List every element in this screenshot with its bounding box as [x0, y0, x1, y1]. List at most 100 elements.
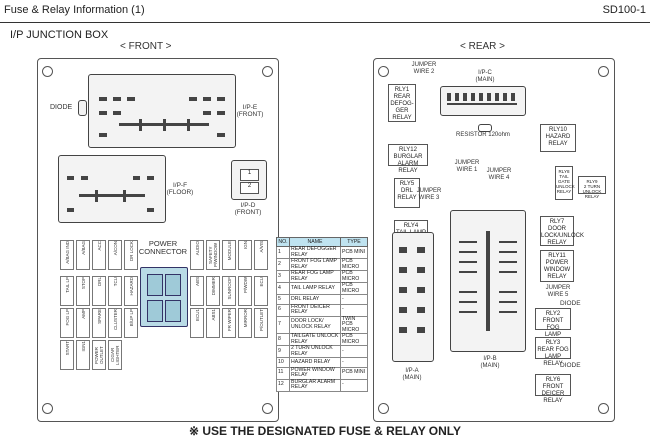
rly9-text: RLY9 2 TURN UNLOCK RELAY: [582, 179, 602, 199]
relay-name-cell: TAIL LAMP RELAY: [289, 282, 341, 295]
fuse-label: CIGAR LIGHTER: [110, 345, 120, 365]
jumper-wire-5-text: JUMPER WIRE 5: [545, 285, 571, 298]
relay-type-cell: PCB MICRO: [340, 333, 368, 346]
fuse-label: START: [64, 341, 70, 356]
relay-name-cell: TAILGATE UNLOCK RELAY: [289, 333, 341, 346]
fuse-slot: SUNROOF: [222, 276, 236, 306]
relay-rly1: RLY1 REAR DEFOG- GER RELAY: [388, 84, 416, 122]
mount-hole-icon: [598, 403, 609, 414]
fuse-label: DR LOCK: [128, 241, 134, 262]
fuse-label: AMP: [80, 309, 86, 319]
rly11-text: RLY11 POWER WINDOW RELAY: [543, 253, 571, 280]
jumper-wire-2-label: JUMPER WIRE 2: [404, 62, 444, 76]
relay-no-cell: 9: [276, 345, 290, 358]
fuse-label: IGN1: [80, 341, 86, 352]
fuse-slot: A/VIS: [254, 240, 268, 270]
fuse-slot: IGN1: [76, 340, 90, 370]
fuse-slot: TCU: [108, 276, 122, 306]
connector-ip-f: [58, 155, 166, 223]
fuse-slot: P/OUTLET: [254, 308, 268, 338]
jumper-wire-4-label: JUMPER WIRE 4: [484, 168, 514, 182]
fuse-label: CLUSTER: [112, 309, 118, 331]
jumper-wire-1-text: JUMPER WIRE 1: [454, 160, 480, 173]
fuse-label: ECU: [258, 277, 264, 287]
power-connector-label: POWER CONNECTOR: [128, 240, 198, 256]
connector-ip-d: 1 2: [231, 160, 267, 200]
relay-type-cell: TWIN PCB MICRO: [340, 315, 368, 334]
mount-hole-icon: [378, 403, 389, 414]
jumper-wire-1-label: JUMPER WIRE 1: [452, 160, 482, 174]
jumper-wire-5-label: JUMPER WIRE 5: [542, 285, 574, 299]
ip-c-text: I/P-C (MAIN): [475, 70, 495, 83]
fuse-slot: DRL: [92, 276, 106, 306]
relay-no-cell: 5: [276, 294, 290, 305]
fuse-slot: SPARE: [92, 308, 106, 338]
fuse-label: P/WDW: [242, 277, 248, 293]
fuse-label: SPARE: [96, 309, 102, 324]
rly7-text: RLY7 DOOR LOCK/UNLOCK RELAY: [541, 219, 585, 246]
jumper-wire-4-text: JUMPER WIRE 4: [486, 168, 512, 181]
fuse-slot: A/BAG: [76, 240, 90, 270]
relay-type-cell: PCB MINI: [340, 366, 368, 380]
connector-ip-c: [440, 86, 526, 116]
fuse-label: A/VIS: [258, 241, 264, 253]
relay-type-cell: PCB MICRO: [340, 270, 368, 283]
fuse-slot: IGN: [238, 240, 252, 270]
document-code: SD100-1: [602, 4, 646, 16]
section-title: I/P JUNCTION BOX: [10, 29, 109, 41]
rear-diode2-label: DIODE: [560, 362, 581, 369]
resistor-icon: [478, 124, 492, 132]
fuse-label: TAIL LP: [64, 277, 70, 293]
ip-c-label: I/P-C (MAIN): [470, 70, 500, 84]
ip-f-label: I/P-F (FLOOR): [166, 182, 194, 196]
ip-f-text: I/P-F (FLOOR): [166, 182, 194, 196]
rly3-text: RLY3 REAR FOG LAMP RELAY: [537, 340, 569, 367]
ip-e-text: I/P-E (FRONT): [236, 104, 264, 118]
fuse-slot: ECU: [254, 276, 268, 306]
connector-ip-a: [392, 232, 434, 362]
power-connector-pin: [165, 300, 181, 322]
fuse-label: ABS: [194, 277, 200, 287]
jumper-wire-2-text: JUMPER WIRE 2: [411, 62, 437, 75]
relay-name-cell: FRONT DEICER RELAY: [289, 303, 341, 317]
fuse-label: STOP: [80, 277, 86, 290]
power-connector-pin: [147, 300, 163, 322]
fuse-slot: B/UP LP: [124, 308, 138, 338]
mount-hole-icon: [378, 66, 389, 77]
relay-no-cell: 12: [276, 378, 290, 392]
fuse-label: POWER OUTLET: [94, 346, 104, 364]
relay-no-cell: 11: [276, 366, 290, 380]
fuse-label: B/UP LP: [128, 309, 134, 327]
rear-diode-label: DIODE: [560, 300, 581, 307]
fuse-slot: A/CON: [108, 240, 122, 270]
relay-type-cell: -: [340, 357, 368, 368]
connector-ip-a-pins: [399, 247, 425, 333]
relay-name-cell: HAZARD RELAY: [289, 357, 341, 368]
relay-rly5: RLY5 DRL RELAY: [394, 178, 420, 208]
relay-type-cell: PCB MICRO: [340, 282, 368, 295]
ip-d-label: I/P-D (FRONT): [232, 202, 264, 216]
fuse-slot: START: [60, 340, 74, 370]
fuse-slot: ECU1: [190, 308, 204, 338]
power-connector-pin: [165, 274, 181, 296]
mount-hole-icon: [42, 403, 53, 414]
relay-no-cell: 10: [276, 357, 290, 368]
ip-a-label: I/P-A (MAIN): [396, 368, 428, 382]
fuse-label: IGN: [242, 241, 248, 250]
mount-hole-icon: [262, 66, 273, 77]
fuse-label: ABS1: [210, 309, 216, 321]
relay-type-cell: -: [340, 303, 368, 317]
relay-name-cell: POWER WINDOW RELAY: [289, 366, 341, 380]
fuse-slot: SAFETY P/WINDOW: [206, 240, 220, 270]
fuse-slot: ABS1: [206, 308, 220, 338]
